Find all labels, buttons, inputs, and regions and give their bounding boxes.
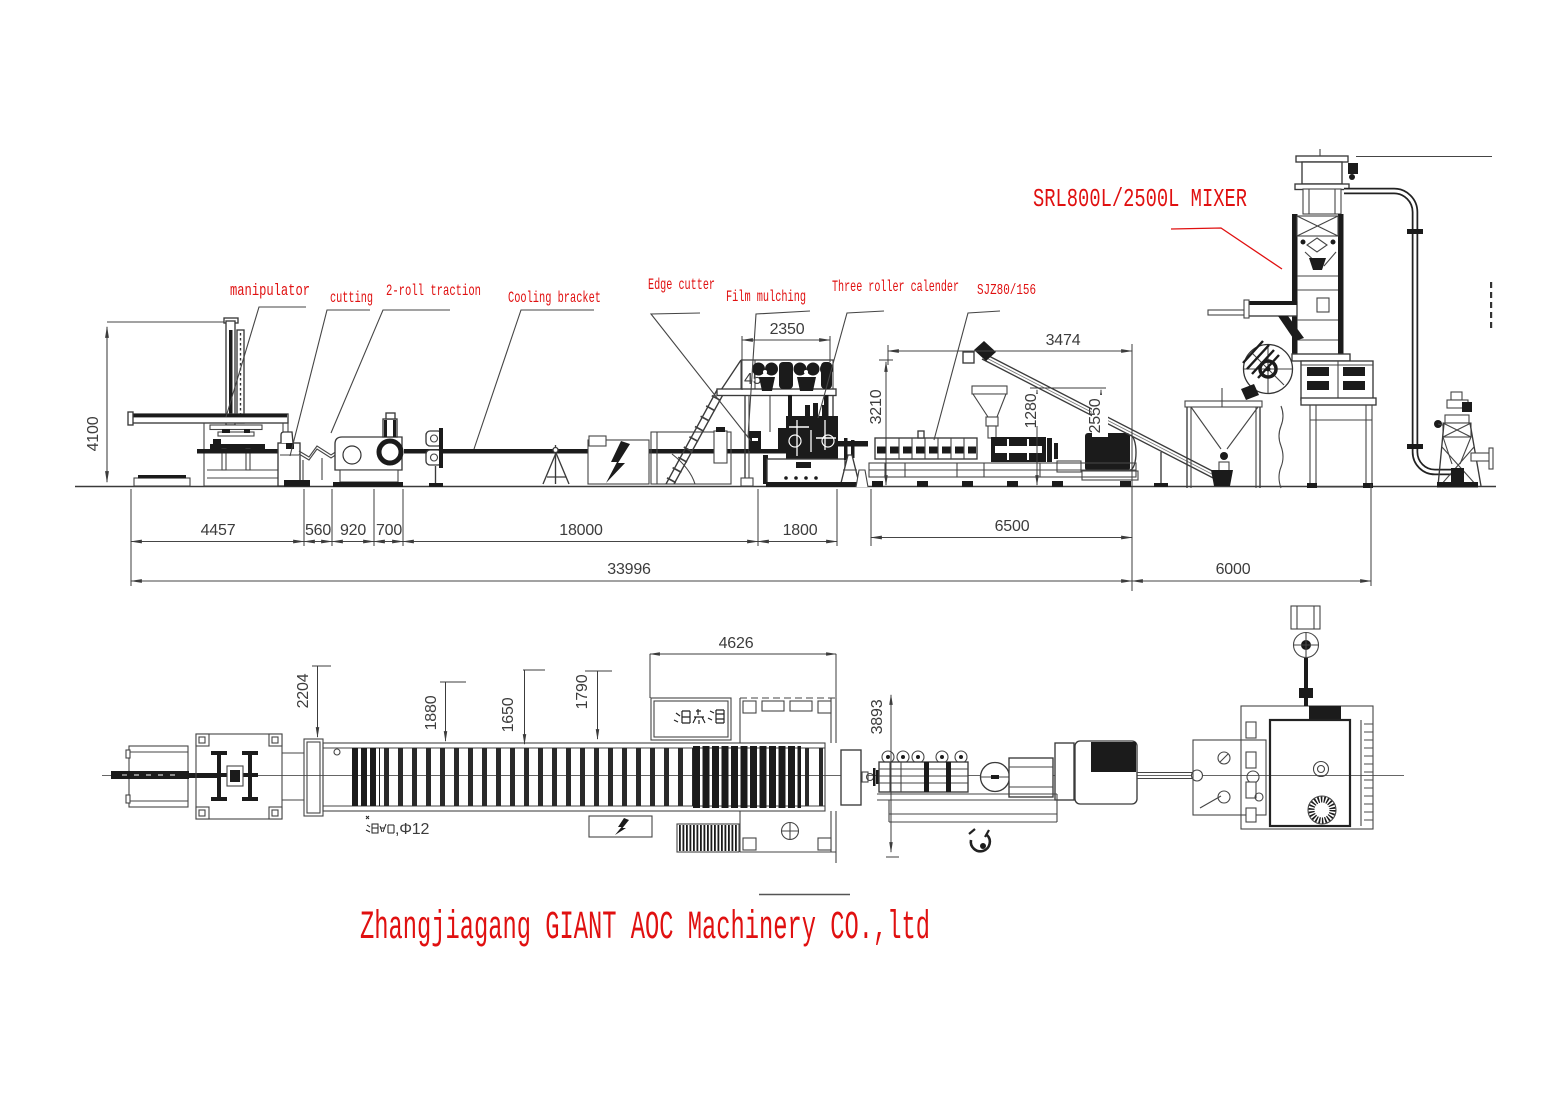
svg-text:3893: 3893	[869, 699, 886, 734]
svg-text:920: 920	[340, 522, 366, 539]
svg-text:700: 700	[376, 522, 402, 539]
svg-text:3210: 3210	[868, 389, 885, 424]
svg-text:6000: 6000	[1216, 561, 1251, 578]
svg-text:manipulator: manipulator	[230, 282, 310, 301]
svg-text:,Φ12: ,Φ12	[395, 821, 430, 838]
svg-text:4626: 4626	[719, 635, 754, 652]
svg-text:3474: 3474	[1046, 332, 1081, 349]
svg-text:Zhangjiagang GIANT AOC Machine: Zhangjiagang GIANT AOC Machinery CO.,ltd	[360, 906, 930, 951]
svg-text:1650: 1650	[500, 697, 517, 732]
svg-text:4100: 4100	[85, 416, 102, 451]
svg-text:2550: 2550	[1087, 398, 1104, 433]
svg-text:1800: 1800	[783, 522, 818, 539]
svg-text:Film mulching: Film mulching	[726, 288, 806, 306]
svg-text:Cooling bracket: Cooling bracket	[508, 289, 601, 307]
svg-text:Three roller calender: Three roller calender	[832, 278, 959, 296]
svg-text:SJZ80/156: SJZ80/156	[977, 282, 1036, 299]
svg-text:Edge cutter: Edge cutter	[648, 276, 715, 294]
svg-text:1880: 1880	[423, 695, 440, 730]
svg-text:560: 560	[305, 522, 331, 539]
svg-text:1790: 1790	[574, 674, 591, 709]
svg-text:1280: 1280	[1023, 393, 1040, 428]
svg-text:SRL800L/2500L MIXER: SRL800L/2500L MIXER	[1033, 184, 1247, 214]
svg-text:2350: 2350	[770, 321, 805, 338]
svg-text:33996: 33996	[607, 561, 651, 578]
svg-text:6500: 6500	[995, 518, 1030, 535]
svg-text:18000: 18000	[559, 522, 603, 539]
svg-text:2204: 2204	[295, 673, 312, 708]
svg-text:2-roll traction: 2-roll traction	[386, 282, 481, 300]
svg-text:cutting: cutting	[330, 289, 373, 307]
svg-text:4457: 4457	[201, 522, 236, 539]
